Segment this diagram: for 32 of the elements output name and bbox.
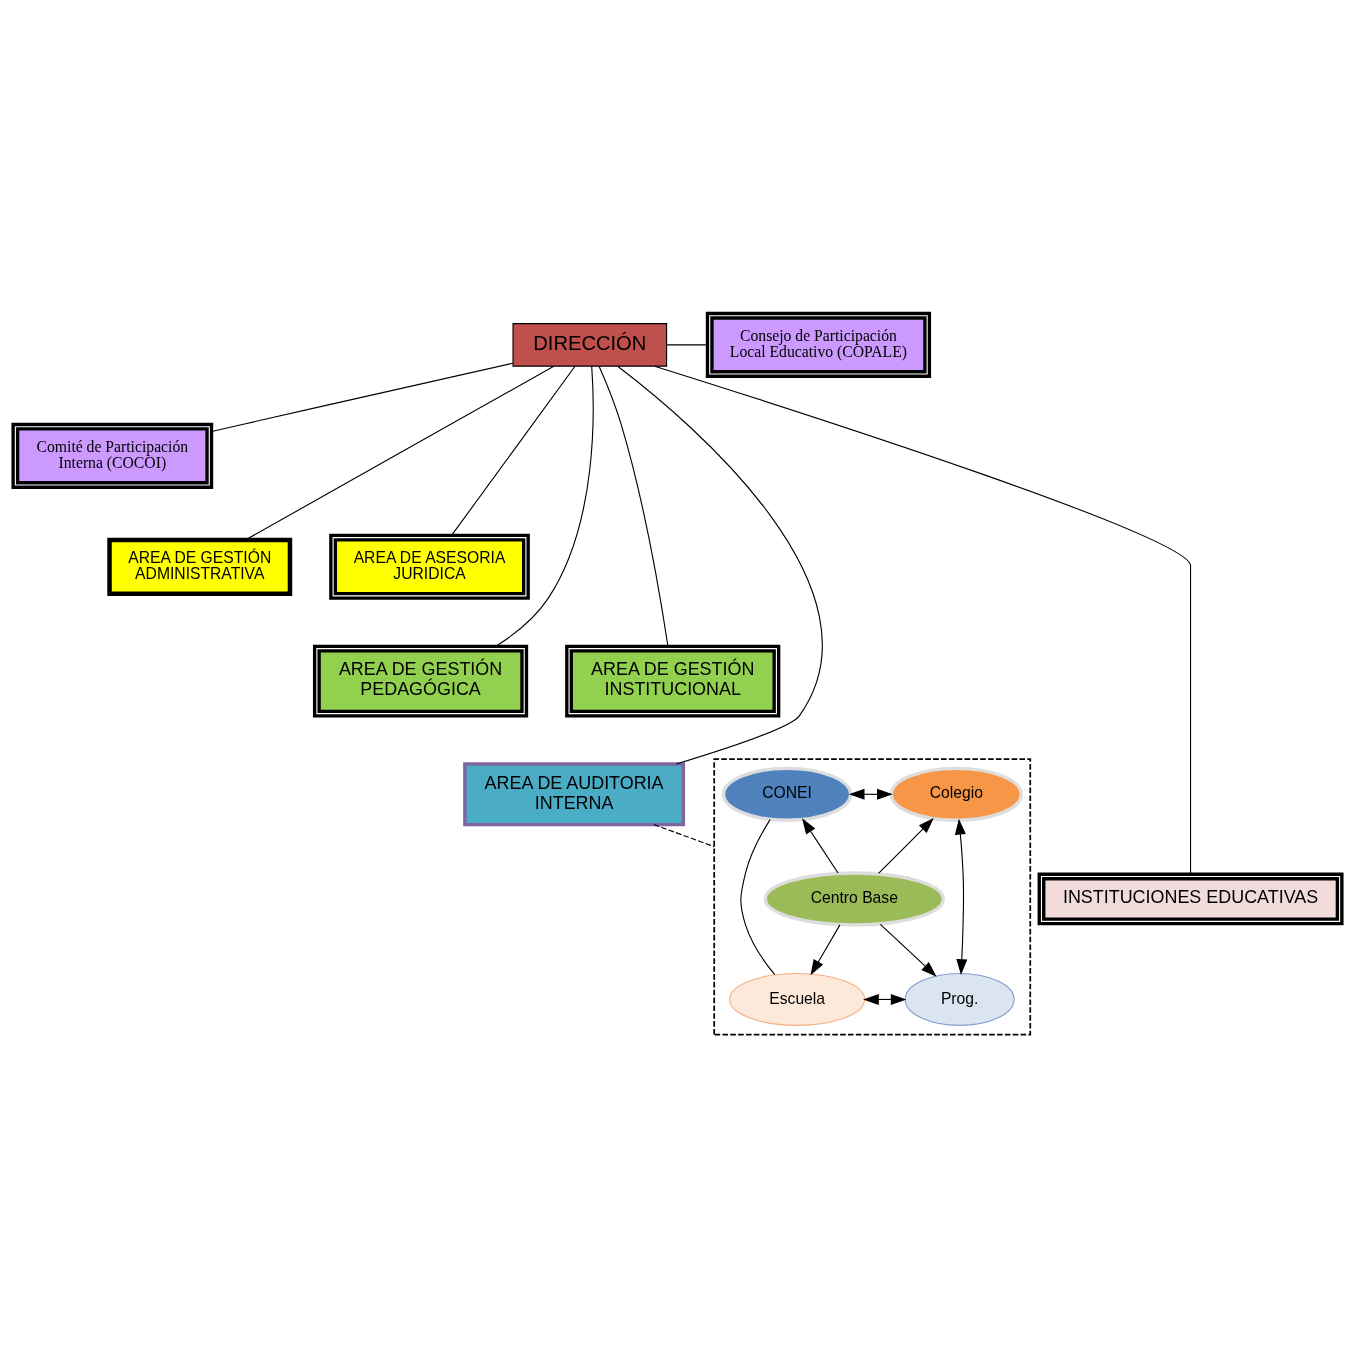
node-box: AREA DE GESTIÓN ADMINISTRATIVA: [107, 537, 293, 596]
node-box: DIRECCIÓN: [512, 323, 668, 367]
node-box: Consejo de Participación Local Educativo (COPALE): [705, 311, 932, 378]
connector: [653, 824, 715, 848]
node-box: AREA DE GESTIÓN PEDAGÓGICA: [312, 644, 529, 718]
cluster: [713, 758, 1032, 1036]
connector: [451, 365, 576, 536]
arrow: [802, 818, 839, 874]
node-box: Comité de Participación Interna (COCOI): [11, 422, 214, 489]
node-box: AREA DE GESTIÓN INSTITUCIONAL: [565, 644, 781, 718]
connector: [245, 365, 555, 541]
arrow: [954, 818, 968, 975]
arrow: [810, 924, 841, 976]
node-box: AREA DE AUDITORIA INTERNA: [463, 762, 686, 827]
connector: [740, 819, 776, 976]
connector: [211, 362, 514, 433]
node-ellipse: Centro Base: [763, 871, 945, 927]
node-box: INSTITUCIONES EDUCATIVAS: [1037, 872, 1344, 926]
connector: [617, 365, 823, 765]
node-ellipse: Prog.: [904, 972, 1015, 1026]
node-box: AREA DE ASESORIA JURIDICA: [329, 533, 530, 600]
connector: [666, 344, 708, 346]
node-ellipse: Escuela: [729, 972, 866, 1026]
connector: [654, 365, 1192, 875]
arrow: [863, 993, 907, 1005]
connector: [598, 365, 669, 647]
arrow: [879, 923, 937, 977]
arrow: [878, 818, 934, 875]
node-ellipse: Colegio: [889, 766, 1023, 822]
connector: [495, 365, 594, 647]
arrow: [848, 788, 893, 800]
node-ellipse: CONEI: [721, 766, 853, 822]
